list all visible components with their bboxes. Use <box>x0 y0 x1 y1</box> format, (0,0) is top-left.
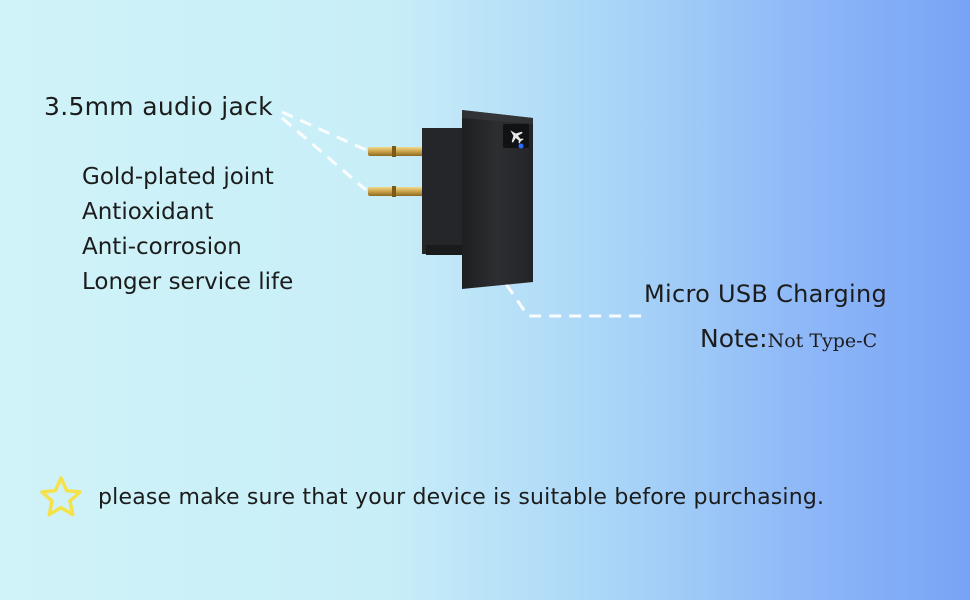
star-icon <box>40 476 82 517</box>
warning-text: please make sure that your device is sui… <box>98 484 825 510</box>
jack-leader-upper <box>281 110 367 152</box>
usb-leader <box>504 283 644 318</box>
feature-item: Gold-plated joint <box>82 164 274 190</box>
feature-item: Antioxidant <box>82 199 214 225</box>
feature-item: Longer service life <box>82 269 294 295</box>
compatibility-warning: please make sure that your device is sui… <box>38 474 824 520</box>
status-led <box>518 143 524 149</box>
feature-item: Anti-corrosion <box>82 234 242 260</box>
airplane-icon <box>510 130 524 144</box>
adapter-neck <box>422 128 466 254</box>
leader-lines <box>281 110 644 318</box>
gold-pins <box>368 146 426 197</box>
audio-jack-title: 3.5mm audio jack <box>44 92 273 121</box>
note-value: Not Type-C <box>767 330 878 352</box>
charging-note: Note:Not Type-C <box>700 324 877 353</box>
note-label: Note: <box>700 324 768 353</box>
adapter-body <box>462 110 533 289</box>
feature-list: Gold-plated joint Antioxidant Anti-corro… <box>82 160 293 300</box>
usb-charging-title: Micro USB Charging <box>644 280 887 308</box>
jack-leader-lower <box>281 116 367 192</box>
